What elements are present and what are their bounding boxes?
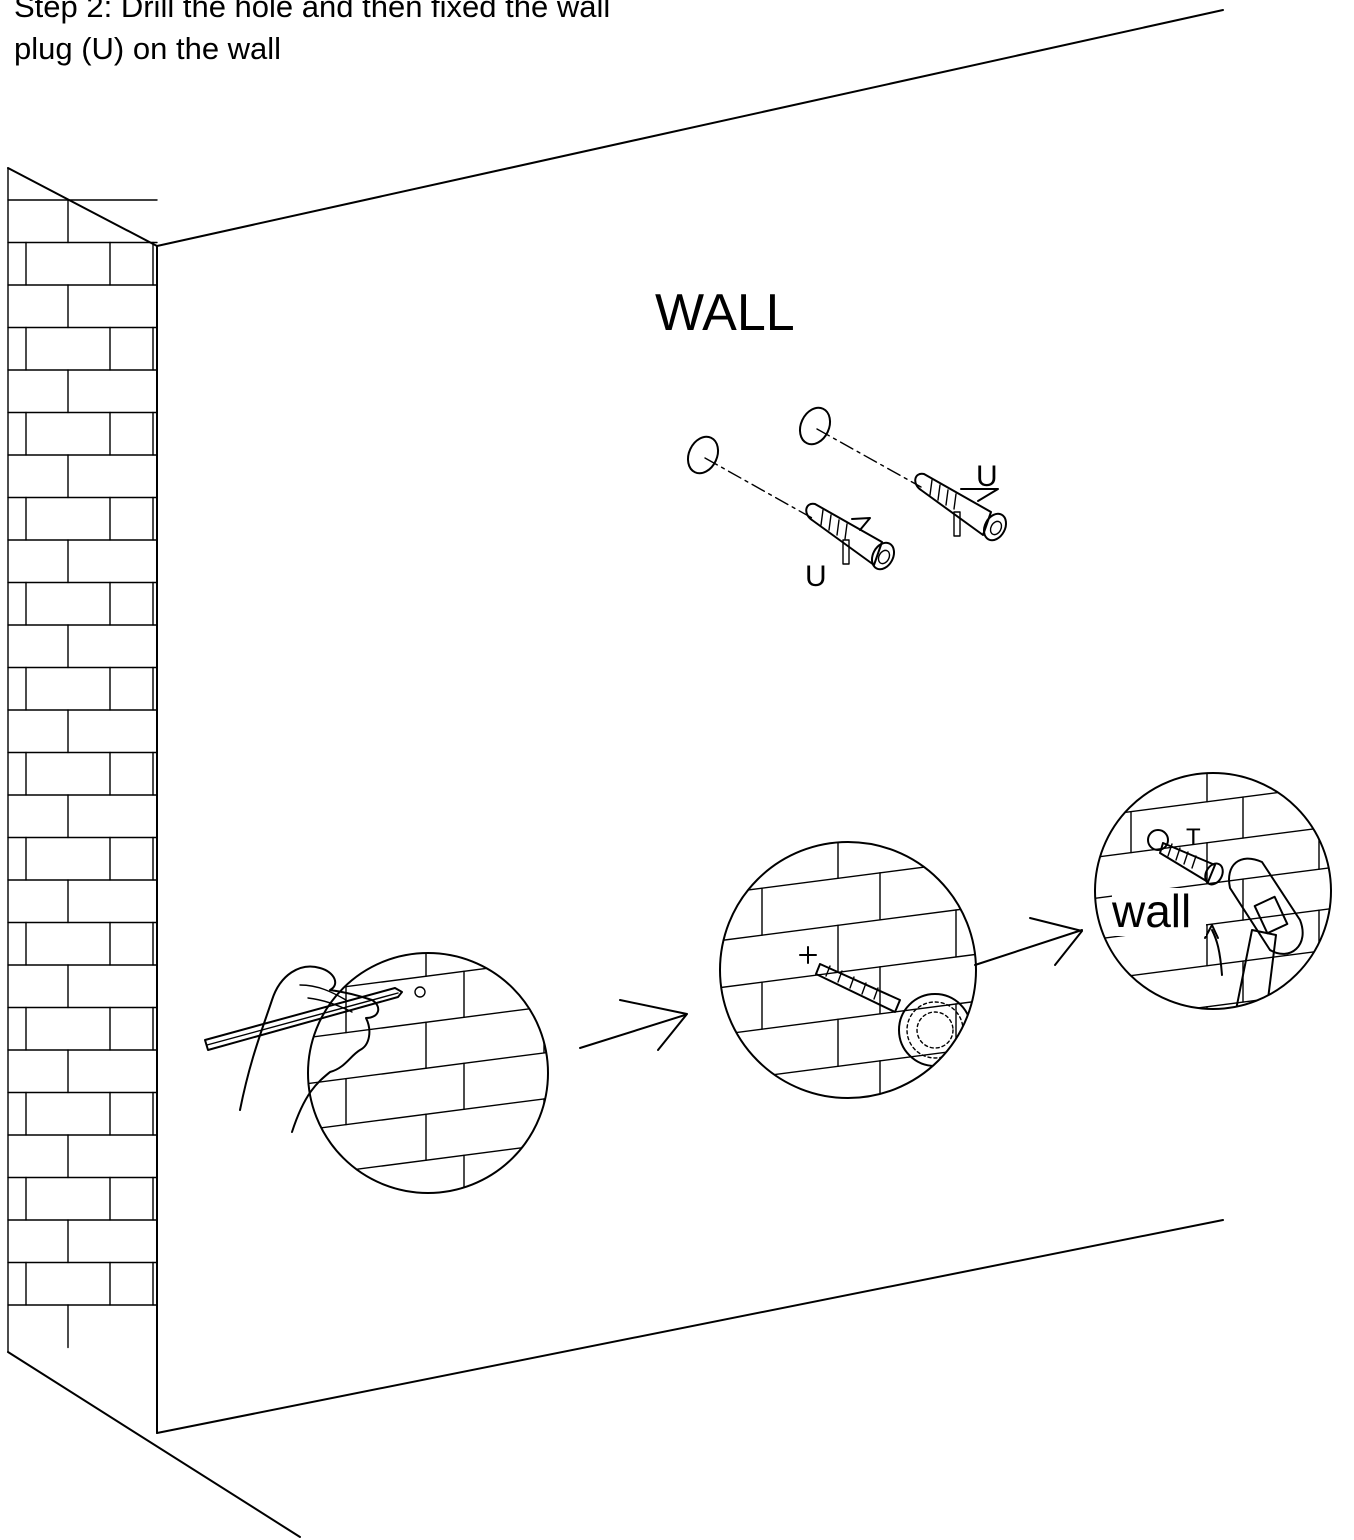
- inset-drill-hole: [602, 801, 1074, 1233]
- plug-fin-left: [852, 518, 870, 530]
- inset-brick-line: [1085, 743, 1341, 776]
- drill-chuck-knurl: [907, 1002, 963, 1058]
- drill-chuck-knurl-inner: [917, 1012, 953, 1048]
- inset-brick-line: [710, 1000, 986, 1036]
- hole-mark-1: [415, 987, 425, 997]
- wall-label: WALL: [655, 284, 795, 342]
- room-outline: [8, 10, 1223, 1537]
- inset-brick-line: [1085, 948, 1341, 981]
- alignment-line-left: [705, 458, 812, 518]
- brick-side-wall: [8, 168, 157, 1352]
- inset-brick-line: [298, 959, 558, 993]
- inset-brick-line: [298, 1051, 558, 1085]
- plug-end-left: [868, 539, 899, 573]
- inset-brick-line: [710, 906, 986, 942]
- inset-brick-line: [298, 1097, 558, 1131]
- inset-brick-line: [298, 1143, 558, 1177]
- plug-label-right: U: [976, 460, 998, 493]
- inset-brick-line: [1085, 989, 1341, 1022]
- hand-icon: [240, 967, 378, 1132]
- inset-2-bricks: [602, 801, 1074, 1233]
- inset-1-bricks: [190, 900, 662, 1324]
- drill-hole-left-icon: [682, 432, 723, 478]
- ceiling-line: [157, 10, 1223, 246]
- inset-2-frame: [720, 842, 976, 1098]
- inset-wall-label: wall: [1111, 885, 1191, 937]
- wall-plug-left: [682, 432, 898, 573]
- side-wall-top-edge: [8, 168, 157, 246]
- plug-label-T: T: [1186, 824, 1201, 851]
- crosshair-icon: [800, 947, 816, 963]
- alignment-line-right: [817, 429, 921, 487]
- inset-brick-line: [298, 913, 558, 947]
- hammer-face: [1255, 897, 1288, 933]
- side-floor-edge: [8, 1352, 300, 1537]
- plug-end-right: [980, 510, 1011, 544]
- inset-brick-line: [710, 1094, 986, 1130]
- drill-hole-right-icon: [794, 403, 835, 449]
- arrow-2-head: [1030, 918, 1082, 965]
- drill-hole-icon: [1148, 830, 1168, 850]
- step-arrow-1: [580, 1000, 687, 1050]
- inset-brick-line: [710, 953, 986, 989]
- inset-brick-line: [1085, 1030, 1341, 1063]
- inset-brick-line: [710, 1047, 986, 1083]
- arrow-2-shaft: [975, 930, 1082, 965]
- inset-mark-hole: [190, 900, 662, 1324]
- plug-body-left-icon: [806, 504, 882, 565]
- plug-label-left: U: [805, 560, 827, 593]
- step-arrow-2: [975, 918, 1082, 965]
- inset-brick-line: [710, 859, 986, 895]
- floor-line: [157, 1220, 1223, 1433]
- inset-brick-line: [298, 1235, 558, 1269]
- inset-brick-line: [710, 1141, 986, 1177]
- inset-brick-line: [298, 1189, 558, 1223]
- inset-brick-line: [1085, 784, 1341, 817]
- inset-brick-line: [1085, 825, 1341, 858]
- arrow-1-shaft: [580, 1015, 685, 1048]
- inset-1-frame: [308, 953, 548, 1193]
